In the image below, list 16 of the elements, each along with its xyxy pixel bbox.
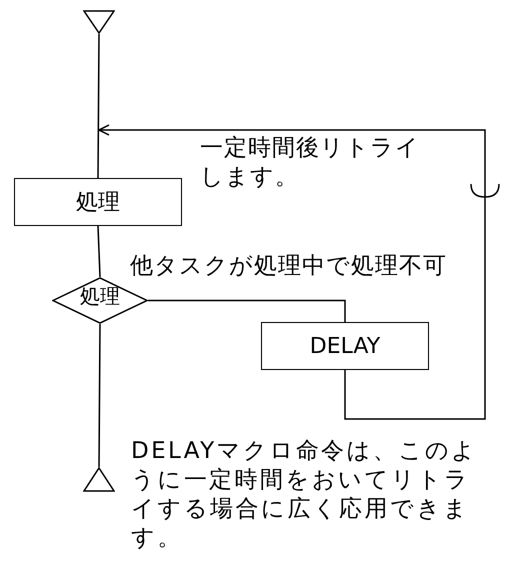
- node-label: 処理: [76, 189, 120, 217]
- connector-line: [97, 226, 101, 278]
- connector-line: [98, 324, 101, 467]
- process-box: [261, 322, 429, 370]
- decision-diamond: [52, 277, 148, 324]
- connector-line: [97, 34, 100, 178]
- edge-label: 他タスクが処理中で処理不可: [130, 252, 448, 281]
- process-box: [14, 178, 182, 226]
- edge-label: 一定時間後リトライします。: [200, 134, 421, 192]
- note-text: DELAYマクロ命令は、このように一定時間をおいてリトライする場合に広く応用できます。: [131, 437, 479, 553]
- start-triangle: [83, 10, 115, 34]
- loop-arrow: [98, 124, 500, 420]
- connector-line: [148, 300, 346, 322]
- end-triangle: [83, 467, 115, 492]
- node-label: DELAY: [310, 334, 380, 358]
- node-label: 処理: [80, 283, 120, 310]
